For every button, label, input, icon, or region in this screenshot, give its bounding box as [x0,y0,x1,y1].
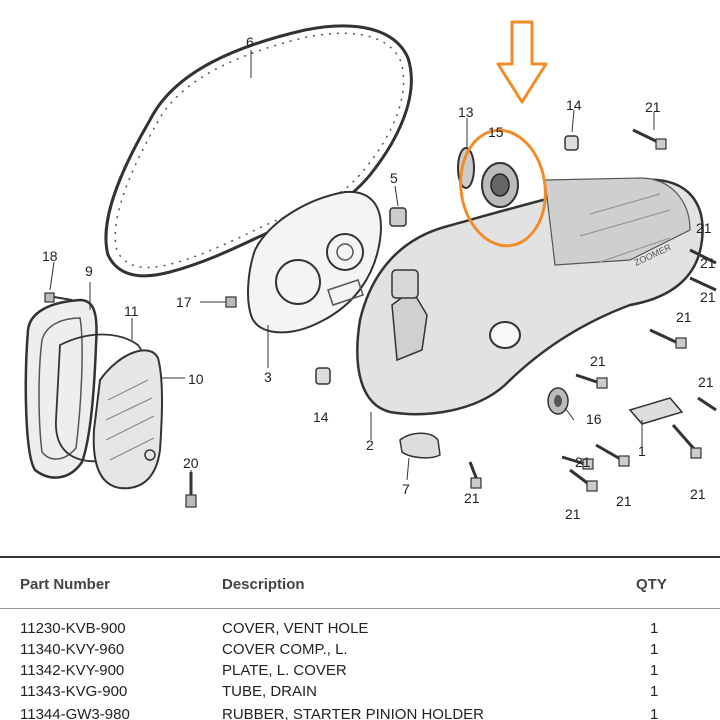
table-row: 11230-KVB-900 COVER, VENT HOLE 1 [0,620,720,642]
callout-14-left: 14 [313,409,329,425]
cell-description: COVER, VENT HOLE [222,620,369,637]
callout-21-r9: 21 [696,220,712,236]
header-rule [0,608,720,609]
callout-21-r5: 21 [565,506,581,522]
leader-lines [49,50,655,482]
callout-21-r3: 21 [575,454,591,470]
bearing-part-16 [547,387,569,415]
callout-20: 20 [183,455,199,471]
section-divider [0,556,720,558]
parts-table: Part Number Description QTY 11230-KVB-90… [0,560,720,720]
callout-11: 11 [124,303,139,319]
table-row: 11340-KVY-960 COVER COMP., L. 1 [0,641,720,663]
table-row: 11343-KVG-900 TUBE, DRAIN 1 [0,683,720,705]
callout-1: 1 [638,443,646,459]
callout-21-r2: 21 [590,353,606,369]
cell-part-number: 11342-KVY-900 [20,662,125,679]
callout-10: 10 [188,371,204,387]
callout-9: 9 [85,263,93,279]
highlight-annotation [459,20,548,248]
cell-qty: 1 [650,620,659,637]
bolt-part-18 [44,292,73,303]
cell-qty: 1 [650,683,659,700]
callout-18: 18 [42,248,58,264]
bearing-part-15 [481,162,519,208]
callout-labels: 6 18 9 11 10 17 20 3 5 13 15 14 21 14 2 … [42,34,716,522]
callout-2: 2 [366,437,374,453]
callout-3: 3 [264,369,272,385]
header-qty: QTY [636,576,667,593]
bolt-part-21-group [468,128,717,492]
cell-description: RUBBER, STARTER PINION HOLDER [222,706,484,720]
callout-6: 6 [246,34,254,50]
cell-description: TUBE, DRAIN [222,683,318,700]
vent-cover-part-9 [24,298,98,479]
cell-qty: 1 [650,641,659,658]
callout-21-r6: 21 [616,493,632,509]
drain-tube-part-7 [399,432,441,459]
callout-21-r7: 21 [690,486,706,502]
table-row: 11342-KVY-900 PLATE, L. COVER 1 [0,662,720,684]
cell-qty: 1 [650,662,659,679]
callout-21-top: 21 [645,99,661,115]
table-row: 11344-GW3-980 RUBBER, STARTER PINION HOL… [0,706,720,720]
header-description: Description [222,576,305,593]
callout-14-top: 14 [566,97,582,113]
callout-16: 16 [586,411,602,427]
pin-part-5 [389,207,407,227]
callout-15: 15 [488,124,504,140]
cell-part-number: 11344-GW3-980 [20,706,130,720]
plate-part-3 [247,190,382,334]
cell-part-number: 11230-KVB-900 [20,620,126,637]
callout-21-r1: 21 [676,309,692,325]
cell-part-number: 11343-KVG-900 [20,683,128,700]
dowel-pin-part-14-top [564,135,579,151]
callout-21-r10: 21 [700,255,716,271]
callout-13: 13 [458,104,474,120]
left-crankcase-cover-part-2: ZOOMER [356,177,704,416]
callout-21-r8: 21 [698,374,714,390]
cell-description: PLATE, L. COVER [222,662,347,679]
exploded-parts-diagram: ZOOMER [24,20,717,522]
cell-qty: 1 [650,706,659,720]
bracket-plate [628,397,684,425]
cell-description: COVER COMP., L. [222,641,348,658]
callout-21-r4: 21 [464,490,480,506]
cell-part-number: 11340-KVY-960 [20,641,125,658]
dowel-pin-part-14-left [315,367,331,385]
callout-17: 17 [176,294,192,310]
callout-21-r11: 21 [700,289,716,305]
header-part-number: Part Number [20,576,111,593]
bolt-part-17 [225,296,237,308]
callout-5: 5 [390,170,398,186]
vent-cover-part-10 [92,349,163,490]
callout-7: 7 [402,481,410,497]
